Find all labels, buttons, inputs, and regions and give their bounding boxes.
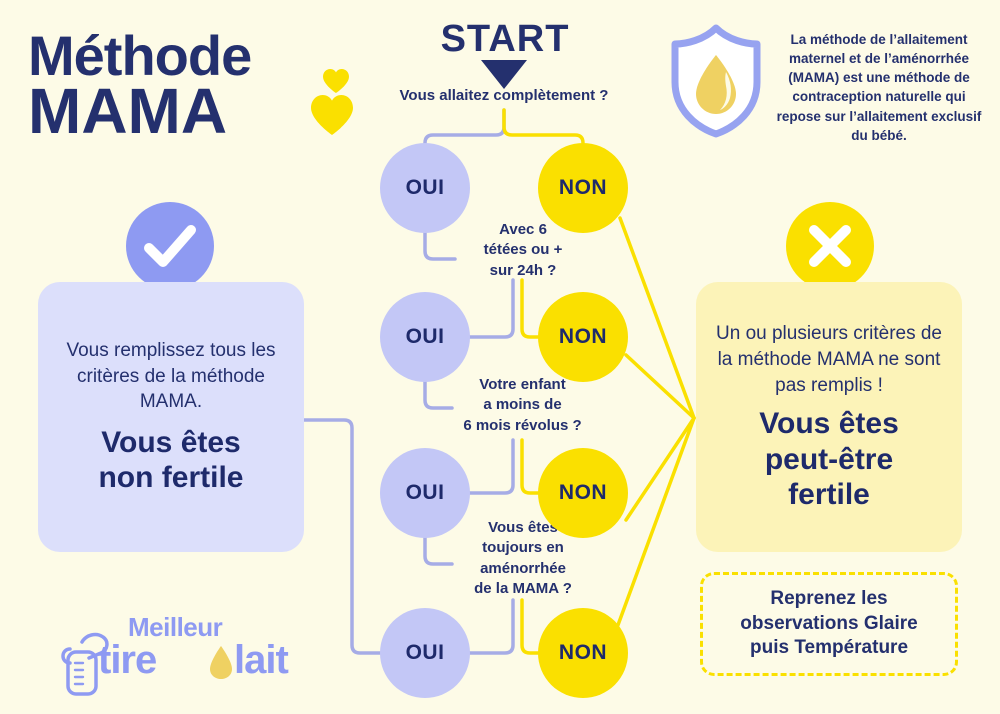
node-non-3[interactable]: NON [538, 448, 628, 538]
heart-icon-large [310, 94, 354, 136]
shield-drop-icon [666, 22, 766, 140]
start-arrow-icon [481, 60, 527, 90]
next-step-line-2: observations Glaire [740, 612, 918, 634]
node-non-4[interactable]: NON [538, 608, 628, 698]
check-icon [126, 202, 214, 290]
next-step-line-3: puis Température [749, 637, 909, 659]
next-step-line-1: Reprenez les [770, 587, 888, 609]
next-step-text: Reprenez les observations Glaire puis Te… [740, 587, 917, 661]
milk-drop-icon [208, 644, 234, 680]
page-title: Méthode MAMA [28, 24, 358, 147]
node-oui-4[interactable]: OUI [380, 608, 470, 698]
question-3: Votre enfant a moins de 6 mois révolus ? [463, 376, 582, 434]
node-oui-3[interactable]: OUI [380, 448, 470, 538]
result-positive-text: Vous remplissez tous les critères de la … [66, 340, 276, 413]
logo-word-lait: lait [234, 638, 289, 682]
result-negative-panel: Un ou plusieurs critères de la méthode M… [696, 282, 962, 552]
next-step-box: Reprenez les observations Glaire puis Te… [700, 572, 958, 676]
result-negative-headline: Vous êtes peut-être fertile [759, 406, 899, 512]
title-line-2: MAMA [28, 74, 228, 147]
result-positive-headline-line-2: non fertile [98, 461, 244, 495]
result-negative-headline-line-1: Vous êtes [759, 407, 899, 441]
result-positive-panel: Vous remplissez tous les critères de la … [38, 282, 304, 552]
result-negative-text: Un ou plusieurs critères de la méthode M… [716, 323, 942, 396]
logo-word-tire: tire [98, 638, 157, 682]
brand-logo[interactable]: Meilleur tire lait [56, 612, 306, 698]
result-positive-headline: Vous êtes non fertile [98, 425, 243, 496]
node-non-1[interactable]: NON [538, 143, 628, 233]
cross-icon [786, 202, 874, 290]
breast-pump-bottle-icon [56, 630, 112, 696]
node-oui-1[interactable]: OUI [380, 143, 470, 233]
question-1: Vous allaitez complètement ? [399, 87, 609, 104]
question-2: Avec 6 tétées ou + sur 24h ? [483, 221, 563, 279]
logo-word-meilleur: Meilleur [128, 612, 223, 642]
title-line-1: Méthode [28, 24, 252, 87]
node-oui-2[interactable]: OUI [380, 292, 470, 382]
heart-icon-small [322, 68, 350, 94]
node-non-2[interactable]: NON [538, 292, 628, 382]
result-negative-headline-line-2: peut-être [764, 442, 894, 476]
result-negative-headline-line-3: fertile [788, 478, 870, 512]
result-positive-headline-line-1: Vous êtes [101, 426, 241, 460]
info-description: La méthode de l’allaitement maternel et … [776, 32, 982, 143]
start-label: START [440, 18, 570, 60]
